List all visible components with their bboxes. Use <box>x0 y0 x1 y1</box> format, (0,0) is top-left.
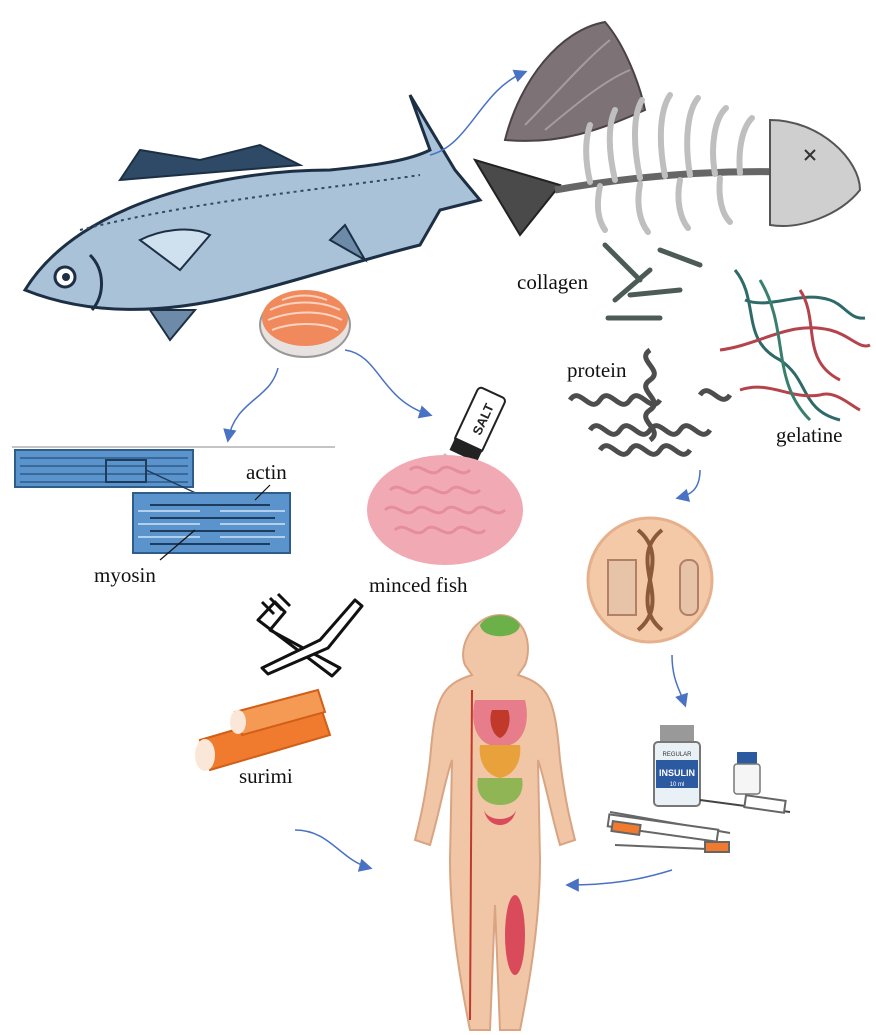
fish-steak-icon <box>260 290 350 357</box>
arrow-surimi-to-body <box>295 830 370 868</box>
gelatine-network-icon <box>720 270 870 420</box>
collagen-label: collagen <box>517 270 588 295</box>
insulin-volume-label: 10 ml <box>670 782 685 788</box>
arrow-protein-to-dna <box>678 470 700 498</box>
minced-fish-label: minced fish <box>369 573 468 598</box>
human-body-icon <box>415 615 575 1030</box>
insulin-vial-icon: REGULAR INSULIN 10 ml <box>654 725 760 806</box>
arrow-steak-to-mince <box>345 350 430 415</box>
myosin-label: myosin <box>94 563 156 588</box>
insulin-regular-label: REGULAR <box>662 752 692 758</box>
salt-shaker-icon: SALT <box>450 386 507 462</box>
collagen-fibers-icon <box>605 245 700 318</box>
insulin-label: INSULIN <box>659 768 695 778</box>
arrow-fish-to-skin <box>430 72 525 155</box>
minced-fish-icon <box>367 455 523 565</box>
protein-label: protein <box>567 358 626 383</box>
surimi-label: surimi <box>239 764 293 789</box>
fork-knife-icon <box>258 594 362 676</box>
arrow-dna-to-insulin <box>672 655 685 705</box>
dna-lab-icon <box>588 518 712 642</box>
surimi-icon <box>195 690 330 771</box>
arrow-steak-to-sarcomere <box>228 368 278 440</box>
gelatine-label: gelatine <box>776 423 842 448</box>
actin-label: actin <box>246 460 287 485</box>
arrow-insulin-to-body <box>568 870 672 885</box>
fish-icon <box>25 95 480 340</box>
fish-skin-icon <box>505 22 645 141</box>
